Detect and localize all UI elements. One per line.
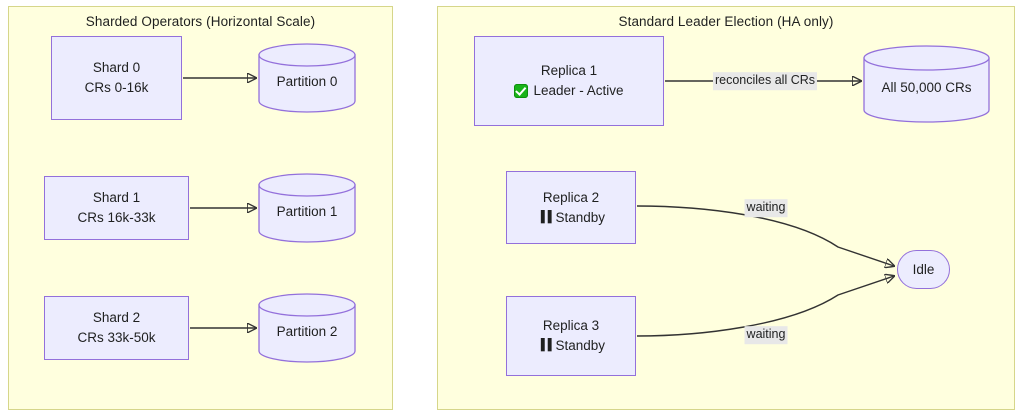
node-shard-2-name: Shard 2 xyxy=(92,310,141,326)
node-partition-1-label: Partition 1 xyxy=(276,203,338,219)
cylinder-shape-icon xyxy=(258,173,356,243)
node-partition-2-label: Partition 2 xyxy=(276,323,338,339)
node-replica-2-status: ▐▐ Standby xyxy=(537,208,605,228)
cylinder-shape-icon xyxy=(258,43,356,113)
node-replica-3-status: ▐▐ Standby xyxy=(537,336,605,356)
node-all-crs-label: All 50,000 CRs xyxy=(881,79,972,95)
node-partition-0[interactable]: Partition 0 xyxy=(258,43,356,113)
pause-icon: ▐▐ xyxy=(536,210,552,223)
edge-label-waiting-replica2: waiting xyxy=(744,199,788,217)
cylinder-shape-icon xyxy=(258,293,356,363)
node-replica-3-status-label: Standby xyxy=(555,338,606,353)
node-replica-3-name: Replica 3 xyxy=(542,318,600,334)
pause-icon: ▐▐ xyxy=(536,339,552,352)
node-shard-0[interactable]: Shard 0 CRs 0-16k xyxy=(51,36,182,120)
node-partition-0-label: Partition 0 xyxy=(276,73,338,89)
node-shard-1-range: CRs 16k-33k xyxy=(77,210,156,225)
node-replica-1-status-label: Leader - Active xyxy=(533,83,624,98)
node-replica-1-name: Replica 1 xyxy=(540,63,598,79)
node-shard-1[interactable]: Shard 1 CRs 16k-33k xyxy=(44,176,189,240)
node-partition-1[interactable]: Partition 1 xyxy=(258,173,356,243)
node-idle-label: Idle xyxy=(912,262,935,277)
node-replica-1[interactable]: Replica 1 Leader - Active xyxy=(474,36,664,126)
edge-label-waiting-replica3: waiting xyxy=(744,326,788,344)
node-shard-1-name: Shard 1 xyxy=(92,190,141,206)
node-partition-2[interactable]: Partition 2 xyxy=(258,293,356,363)
node-all-crs-database[interactable]: All 50,000 CRs xyxy=(863,45,990,123)
node-replica-2-status-label: Standby xyxy=(555,209,606,225)
edge-label-reconciles-all-crs: reconciles all CRs xyxy=(712,72,818,90)
check-mark-icon xyxy=(514,83,529,98)
node-shard-0-name: Shard 0 xyxy=(92,60,141,76)
node-idle[interactable]: Idle xyxy=(897,250,950,289)
subgraph-title-sharded-operators: Sharded Operators (Horizontal Scale) xyxy=(85,14,316,29)
node-replica-2[interactable]: Replica 2 ▐▐ Standby xyxy=(506,171,636,244)
node-replica-1-status: Leader - Active xyxy=(514,81,624,101)
node-replica-2-name: Replica 2 xyxy=(542,189,600,205)
cylinder-shape-icon xyxy=(863,45,990,123)
node-shard-0-range: CRs 0-16k xyxy=(84,80,149,95)
node-shard-2[interactable]: Shard 2 CRs 33k-50k xyxy=(44,296,189,360)
node-replica-3[interactable]: Replica 3 ▐▐ Standby xyxy=(506,296,636,376)
subgraph-title-standard-leader-election: Standard Leader Election (HA only) xyxy=(618,14,834,29)
node-shard-2-range: CRs 33k-50k xyxy=(77,330,156,345)
